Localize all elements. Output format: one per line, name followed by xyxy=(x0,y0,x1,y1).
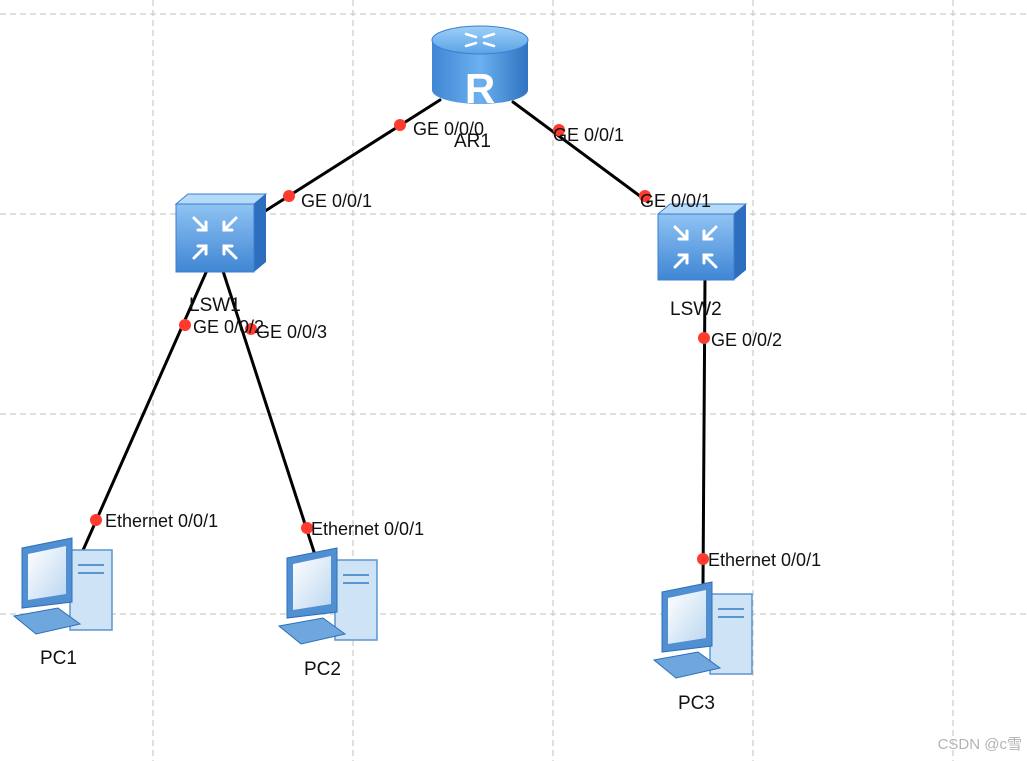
port-label-pc2-eth001: Ethernet 0/0/1 xyxy=(311,519,424,539)
switch-lsw1[interactable]: LSW1 xyxy=(174,193,268,316)
svg-text:R: R xyxy=(465,65,495,112)
link-lsw2-pc3[interactable] xyxy=(701,274,707,587)
port-dot xyxy=(301,522,313,534)
port-dot xyxy=(553,124,565,136)
pc-icon xyxy=(12,537,113,635)
pc3[interactable]: PC3 xyxy=(652,581,753,714)
router-ar1[interactable]: R AR1 xyxy=(431,25,529,152)
port-label-lsw2-ge001: GE 0/0/1 xyxy=(640,191,711,211)
port-label-ar1-ge001: GE 0/0/1 xyxy=(553,125,624,145)
watermark: CSDN @c雪 xyxy=(938,736,1022,753)
port-label-pc3-eth001: Ethernet 0/0/1 xyxy=(708,550,821,570)
port-dot xyxy=(283,190,295,202)
device-label-pc1: PC1 xyxy=(40,648,77,669)
link-ar1-lsw2[interactable] xyxy=(511,100,650,204)
device-label-ar1: AR1 xyxy=(454,131,491,152)
links xyxy=(78,98,707,587)
link-lsw1-pc1[interactable] xyxy=(78,266,210,559)
port-label-pc1-eth001: Ethernet 0/0/1 xyxy=(105,511,218,531)
port-labels: GE 0/0/0 GE 0/0/1 GE 0/0/1 GE 0/0/1 GE 0… xyxy=(105,119,821,570)
port-label-lsw1-ge003: GE 0/0/3 xyxy=(256,322,327,342)
pc2[interactable]: PC2 xyxy=(277,547,378,680)
device-label-pc3: PC3 xyxy=(678,693,715,714)
switch-lsw2[interactable]: LSW2 xyxy=(656,203,748,320)
device-label-lsw2: LSW2 xyxy=(670,299,722,320)
device-label-lsw1: LSW1 xyxy=(189,295,241,316)
port-dot xyxy=(179,319,191,331)
port-label-ar1-ge000: GE 0/0/0 xyxy=(413,119,484,139)
switch-icon xyxy=(174,193,268,273)
pc-icon xyxy=(652,581,753,679)
link-lsw1-pc2[interactable] xyxy=(220,266,318,560)
pc1[interactable]: PC1 xyxy=(12,537,113,669)
port-label-lsw1-ge001: GE 0/0/1 xyxy=(301,191,372,211)
switch-icon xyxy=(656,203,748,281)
port-dot xyxy=(639,190,651,202)
port-label-lsw2-ge002: GE 0/0/2 xyxy=(711,330,782,350)
router-icon: R xyxy=(431,25,529,112)
port-dots xyxy=(90,119,710,565)
device-label-pc2: PC2 xyxy=(304,659,341,680)
port-dot xyxy=(394,119,406,131)
port-dot xyxy=(90,514,102,526)
pc-icon xyxy=(277,547,378,645)
port-dot xyxy=(698,332,710,344)
port-label-lsw1-ge002: GE 0/0/2 xyxy=(193,317,264,337)
port-dot xyxy=(697,553,709,565)
port-dot xyxy=(245,323,257,335)
